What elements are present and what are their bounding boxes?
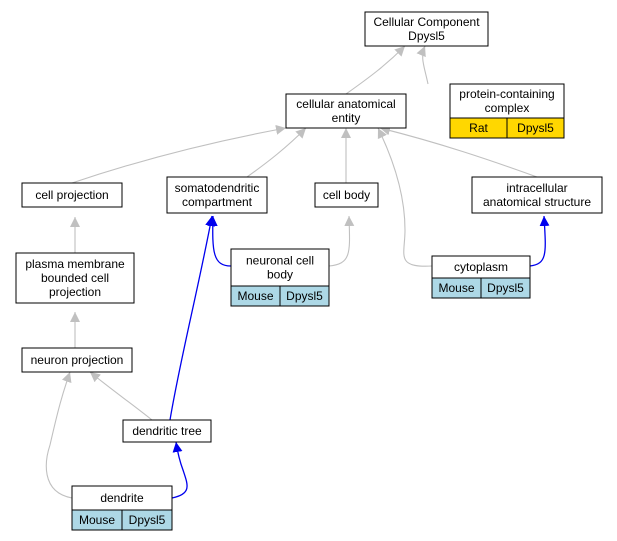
edge-protein-containing-complex-to-cellular-component bbox=[416, 45, 429, 85]
node-cell-projection[interactable]: cell projection bbox=[21, 182, 123, 208]
gene-label: Dpysl5 bbox=[487, 281, 524, 295]
node-box bbox=[21, 347, 133, 373]
node-dendritic-tree[interactable]: dendritic tree bbox=[122, 419, 212, 443]
gene-label: Dpysl5 bbox=[517, 121, 554, 135]
node-label-line: plasma membrane bbox=[25, 257, 125, 271]
edge-cellular-anatomical-entity-to-cellular-component bbox=[345, 45, 406, 95]
node-neuron-projection[interactable]: neuron projection bbox=[21, 347, 133, 373]
node-label-line: protein-containing bbox=[459, 87, 554, 101]
node-box bbox=[122, 419, 212, 443]
edge-cytoplasm-to-intracellular-anatomical-structure bbox=[529, 215, 550, 267]
node-label-line: neuron projection bbox=[31, 353, 124, 367]
node-box bbox=[314, 182, 379, 208]
node-label-line: cytoplasm bbox=[454, 260, 508, 274]
node-label-line: bounded cell bbox=[41, 271, 109, 285]
node-label-line: entity bbox=[332, 111, 361, 125]
node-box bbox=[21, 182, 123, 208]
edge-cell-projection-to-cellular-anatomical-entity bbox=[71, 124, 287, 184]
node-cell-body[interactable]: cell body bbox=[314, 182, 379, 208]
node-label-line: cell body bbox=[323, 188, 370, 202]
edge-intracellular-anatomical-structure-to-cellular-anatomical-entity bbox=[379, 125, 538, 178]
gene-cell bbox=[506, 117, 565, 139]
species-label: Mouse bbox=[237, 289, 273, 303]
species-label: Mouse bbox=[79, 513, 115, 527]
edge-dendrite-to-dendritic-tree bbox=[171, 441, 188, 499]
edge-cytoplasm-to-cellular-anatomical-entity bbox=[377, 127, 433, 267]
node-label-line: complex bbox=[485, 101, 530, 115]
node-box bbox=[166, 176, 268, 214]
edge-neuronal-cell-body-to-somatodendritic-compartment bbox=[207, 215, 232, 267]
edge-dendritic-tree-to-somatodendritic-compartment bbox=[169, 215, 216, 421]
gene-label: Dpysl5 bbox=[286, 289, 323, 303]
node-label-line: compartment bbox=[182, 195, 253, 209]
gene-cell bbox=[279, 285, 330, 307]
edge-dendrite-to-neuron-projection bbox=[45, 371, 73, 499]
node-label-line: projection bbox=[49, 285, 101, 299]
node-label-line: Cellular Component bbox=[373, 15, 480, 29]
species-label: Mouse bbox=[438, 281, 474, 295]
species-label: Rat bbox=[469, 121, 488, 135]
edge-layer bbox=[45, 45, 550, 499]
node-label-line: body bbox=[267, 268, 293, 282]
node-label-line: Dpysl5 bbox=[408, 29, 445, 43]
node-box bbox=[364, 11, 489, 47]
edge-dendritic-tree-to-neuron-projection bbox=[89, 371, 153, 421]
node-label-line: cellular anatomical bbox=[296, 97, 395, 111]
gene-cell bbox=[121, 509, 173, 531]
node-box bbox=[15, 252, 135, 304]
node-label-line: dendrite bbox=[100, 491, 144, 505]
node-label-line: somatodendritic bbox=[175, 181, 260, 195]
node-label-line: cell projection bbox=[35, 188, 108, 202]
node-label-line: dendritic tree bbox=[132, 424, 202, 438]
gene-label: Dpysl5 bbox=[129, 513, 166, 527]
node-label-line: anatomical structure bbox=[483, 195, 591, 209]
node-box bbox=[230, 248, 330, 287]
node-box bbox=[471, 176, 603, 214]
edge-somatodendritic-compartment-to-cellular-anatomical-entity bbox=[246, 127, 307, 178]
node-box bbox=[285, 93, 407, 129]
edge-neuronal-cell-body-to-cell-body bbox=[328, 215, 355, 267]
node-label-line: intracellular bbox=[506, 181, 567, 195]
node-label-line: neuronal cell bbox=[246, 254, 314, 268]
gene-cell bbox=[480, 277, 531, 299]
node-layer: Cellular ComponentDpysl5protein-containi… bbox=[15, 11, 603, 531]
